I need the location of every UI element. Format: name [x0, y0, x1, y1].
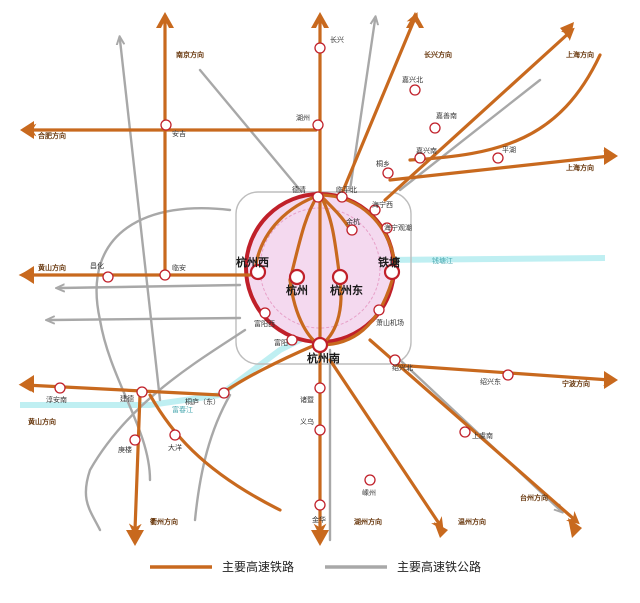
legend-hwy-label: 主要高速铁公路	[397, 559, 481, 574]
hub-hangzhou-south: 杭州南	[307, 351, 340, 365]
station-gengwu: 庚楼	[118, 445, 132, 454]
station-yuhang: 余杭	[346, 217, 360, 226]
station-shaoxing-e: 绍兴东	[480, 377, 501, 386]
station-fuyang-w: 富阳西	[254, 319, 275, 328]
station-changxing: 长兴	[330, 35, 344, 44]
station-shangyu-s: 上虞南	[472, 431, 493, 440]
station-haining-w: 海宁西	[372, 200, 393, 209]
station-zhuji: 诸暨	[300, 395, 314, 404]
river-label-fuchun: 富春江	[172, 405, 193, 414]
station-jiaxing-s: 嘉兴南	[416, 146, 437, 155]
hub-icons	[249, 263, 401, 354]
station-pinghu: 平湖	[502, 145, 516, 154]
legend: 主要高速铁路 主要高速铁公路	[150, 559, 481, 574]
station-huzhou: 湖州	[296, 113, 310, 122]
dir-nanjing: 南京方向	[176, 50, 204, 59]
direction-arrows	[20, 12, 618, 546]
station-yiwu: 义乌	[300, 417, 314, 426]
station-shengzhou: 嵊州	[362, 488, 376, 497]
dir-shanghai-1: 上海方向	[566, 50, 594, 59]
city-boundary	[235, 191, 412, 365]
station-chun-an: 淳安南	[46, 395, 67, 404]
hub-hangzhou: 杭州	[286, 283, 308, 297]
dir-wenzhou: 温州方向	[458, 517, 486, 526]
station-dayang: 大洋	[168, 443, 182, 452]
station-jiaxing-n: 嘉兴北	[402, 75, 423, 84]
station-fuyang: 富阳	[274, 338, 288, 347]
dir-changxing: 长兴方向	[424, 50, 452, 59]
hub-hangzhou-east: 杭州东	[330, 283, 363, 297]
station-jinhua: 金华	[312, 515, 326, 524]
dir-shanghai-2: 上海方向	[566, 163, 594, 172]
dir-quzhou: 衢州方向	[150, 517, 178, 526]
dir-huangshan-2: 黄山方向	[28, 417, 56, 426]
qiantang-river	[379, 255, 606, 263]
station-jiande: 建德	[120, 394, 134, 403]
river-label-qiantang: 钱塘江	[432, 256, 453, 265]
station-deqing: 德清	[292, 185, 306, 194]
dir-huangshan: 黄山方向	[38, 263, 66, 272]
station-icons	[54, 42, 514, 511]
station-lin-an: 临安	[172, 263, 186, 272]
station-shaoxing-n: 绍兴北	[392, 363, 413, 372]
dir-taizhou: 台州方向	[520, 493, 548, 502]
station-tongxiang: 桐乡	[376, 159, 390, 168]
dir-huzhou: 湖州方向	[354, 517, 382, 526]
legend-rail-label: 主要高速铁路	[222, 559, 294, 574]
station-tonglu: 桐庐（东）	[185, 397, 220, 406]
station-linping-n: 临平北	[336, 185, 357, 194]
hub-tiantang: 铁塘	[378, 255, 400, 269]
dir-hefei: 合肥方向	[37, 131, 66, 140]
station-xiaoshan-airport: 萧山机场	[376, 318, 404, 327]
hub-hangzhou-west: 杭州西	[236, 255, 269, 269]
station-changhua: 昌化	[90, 261, 104, 270]
station-anji: 安吉	[172, 129, 186, 138]
station-haining-guanchao: 海宁观潮	[384, 223, 412, 232]
dir-ningbo: 宁波方向	[562, 379, 590, 388]
station-jiashan-n: 嘉善南	[436, 111, 457, 120]
